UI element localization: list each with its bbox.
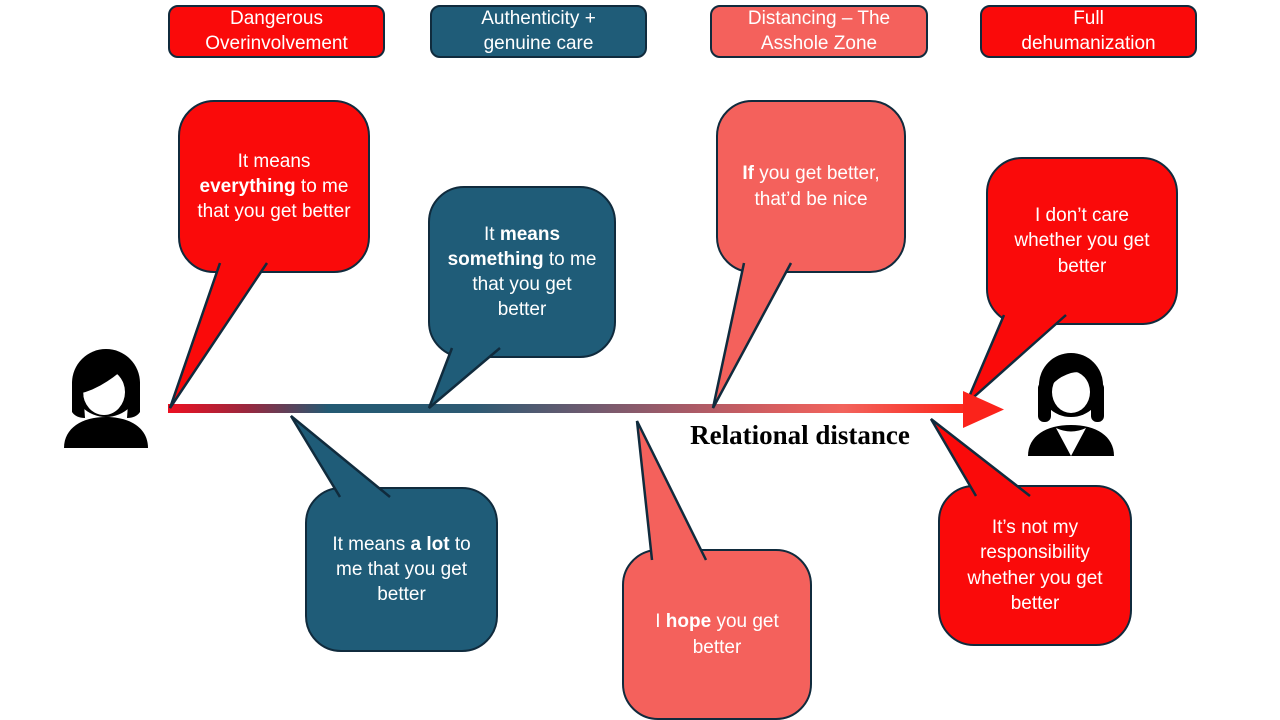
- bubble-text: I hope you get better: [655, 611, 779, 658]
- axis-label: Relational distance: [690, 420, 910, 450]
- bubble-tail: [711, 262, 793, 409]
- bubble-tail: [289, 415, 391, 498]
- bubble-means-something: It means something to me that you get be…: [428, 186, 616, 358]
- zone-label: Dangerous Overinvolvement: [205, 7, 348, 54]
- bubble-tail: [168, 262, 269, 409]
- zone-dangerous-overinvolvement: Dangerous Overinvolvement: [168, 5, 385, 58]
- bubble-hope: I hope you get better: [622, 549, 812, 720]
- person-right-icon: [1026, 352, 1116, 461]
- bubble-dont-care: I don’t care whether you get better: [986, 157, 1178, 325]
- zone-label: Authenticity + genuine care: [481, 7, 596, 54]
- bubble-text: It’s not my responsibility whether you g…: [967, 517, 1103, 614]
- bubble-text: It means everything to me that you get b…: [197, 150, 351, 223]
- zone-authenticity-genuine-care: Authenticity + genuine care: [430, 5, 647, 58]
- bubble-text: It means something to me that you get be…: [447, 223, 597, 321]
- zone-label: Full dehumanization: [1021, 7, 1156, 54]
- bubble-means-everything: It means everything to me that you get b…: [178, 100, 370, 273]
- zone-label: Distancing – The Asshole Zone: [747, 7, 891, 54]
- bubble-if-you-get-better: If you get better, that’d be nice: [716, 100, 906, 273]
- woman-silhouette-left: [64, 349, 148, 448]
- relational-distance-arrow: [168, 404, 972, 413]
- zone-full-dehumanization: Full dehumanization: [980, 5, 1197, 58]
- bubble-text: It means a lot to me that you get better: [332, 533, 471, 606]
- zone-distancing-asshole-zone: Distancing – The Asshole Zone: [710, 5, 928, 58]
- bubble-means-a-lot: It means a lot to me that you get better: [305, 487, 498, 652]
- bubble-text: If you get better, that’d be nice: [742, 163, 880, 210]
- woman-silhouette-right: [1028, 353, 1114, 456]
- bubble-text: I don’t care whether you get better: [1014, 205, 1150, 277]
- bubble-not-my-responsibility: It’s not my responsibility whether you g…: [938, 485, 1132, 646]
- person-left-icon: [60, 348, 152, 453]
